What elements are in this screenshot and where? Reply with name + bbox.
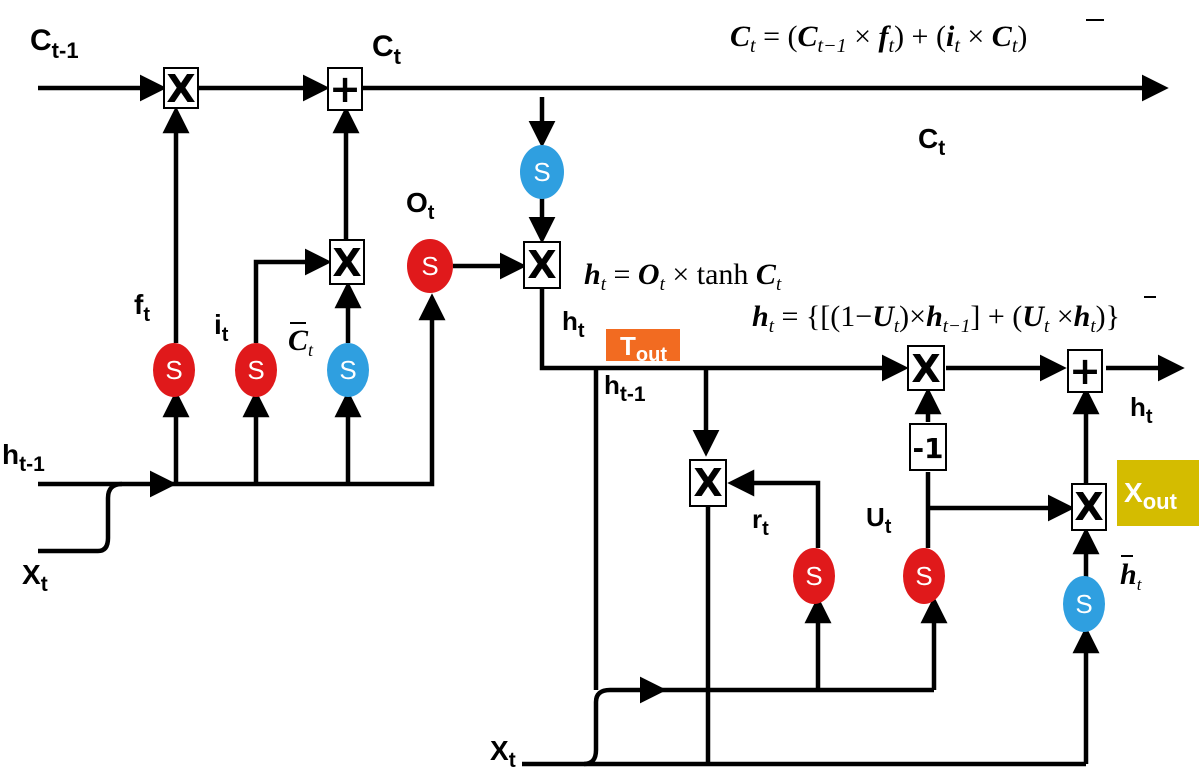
svg-text:Ct = (Ct−1 × ft) + (it × Ct): Ct = (Ct−1 × ft) + (it × Ct) [730, 20, 1027, 57]
op-neg-one: -1 [909, 423, 947, 471]
sigmoid-output: S [407, 239, 453, 293]
op-reset-mul: X [689, 459, 727, 507]
tanh-candidate: S [327, 343, 369, 397]
tout-tag: Tout [606, 329, 680, 366]
equation-gru: ht = {[(1−Ut)×ht−1] + (Ut ×ht)} [752, 296, 1156, 337]
label-cbar-t: Ct [288, 322, 314, 360]
op-gru-add: + [1067, 349, 1103, 393]
xt2-input-line [522, 676, 667, 767]
svg-text:S: S [165, 355, 182, 385]
op-output-mul: X [523, 241, 561, 289]
op-forget-mul: X [163, 67, 199, 111]
label-hbar-t: ht [1120, 555, 1143, 594]
label-f-t: ft [134, 289, 150, 326]
svg-text:Xout: Xout [1124, 477, 1178, 514]
tanh-cell: S [520, 145, 564, 199]
label-h-t: ht [562, 306, 585, 342]
label-i-t: it [214, 309, 229, 346]
svg-text:ht: ht [1120, 558, 1143, 594]
op-gru-mul: X [907, 345, 945, 391]
mul-icon: X [166, 67, 195, 111]
tanh-hbar: S [1063, 576, 1105, 632]
svg-text:S: S [421, 251, 438, 281]
mul-icon: X [693, 461, 722, 505]
mul-icon: X [1074, 485, 1103, 529]
reset-to-mul-line [727, 469, 821, 548]
svg-text:S: S [805, 561, 822, 591]
equation-cell-state: Ct = (Ct−1 × ft) + (it × Ct) [730, 19, 1104, 57]
svg-text:S: S [1075, 589, 1092, 619]
svg-text:S: S [533, 157, 550, 187]
label-c-t: Ct [372, 30, 402, 69]
sigmoid-input: S [235, 343, 277, 397]
ht-to-gru-line [539, 288, 909, 382]
svg-text:S: S [915, 561, 932, 591]
mul-icon: X [527, 243, 556, 287]
label-c-prev: Ct-1 [30, 24, 79, 63]
label-h-t-out: ht [1130, 392, 1153, 428]
xt-input-line [38, 481, 123, 554]
equation-hidden-state: ht = Ot × tanh Ct [584, 258, 782, 295]
label-h-prev-gru: ht-1 [604, 370, 646, 406]
label-h-prev: ht-1 [2, 439, 45, 476]
sigmoid-forget: S [153, 343, 195, 397]
svg-text:S: S [339, 355, 356, 385]
xout-tag: Xout [1117, 460, 1199, 526]
gru-wires [522, 288, 1185, 767]
input-to-mul-line [253, 248, 332, 343]
svg-text:ht = Ot × tanh Ct: ht = Ot × tanh Ct [584, 258, 782, 295]
sigmoid-reset: S [793, 548, 835, 604]
add-icon: + [1069, 349, 1101, 393]
lstm-wires [38, 74, 1169, 554]
svg-text:ht = {[(1−Ut)×ht−1] + (Ut ×ht): ht = {[(1−Ut)×ht−1] + (Ut ×ht)} [752, 300, 1120, 337]
label-x-t: Xt [22, 559, 48, 596]
sigmoid-update: S [903, 548, 945, 604]
label-o-t: Ot [406, 187, 435, 224]
label-c-t-right: Ct [918, 123, 945, 160]
neg-one-label: -1 [912, 432, 943, 465]
op-input-mul: X [329, 239, 365, 285]
svg-text:S: S [247, 355, 264, 385]
add-icon: + [329, 67, 361, 111]
label-r-t: rt [752, 504, 769, 540]
op-cell-add: + [327, 67, 363, 111]
op-xout-mul: X [1071, 483, 1107, 531]
mul-icon: X [911, 347, 940, 391]
svg-text:Tout: Tout [620, 331, 667, 366]
label-x-t-gru: Xt [490, 735, 516, 772]
mul-icon: X [332, 241, 361, 285]
svg-text:Ct: Ct [288, 324, 314, 360]
label-u-t: Ut [866, 502, 892, 538]
